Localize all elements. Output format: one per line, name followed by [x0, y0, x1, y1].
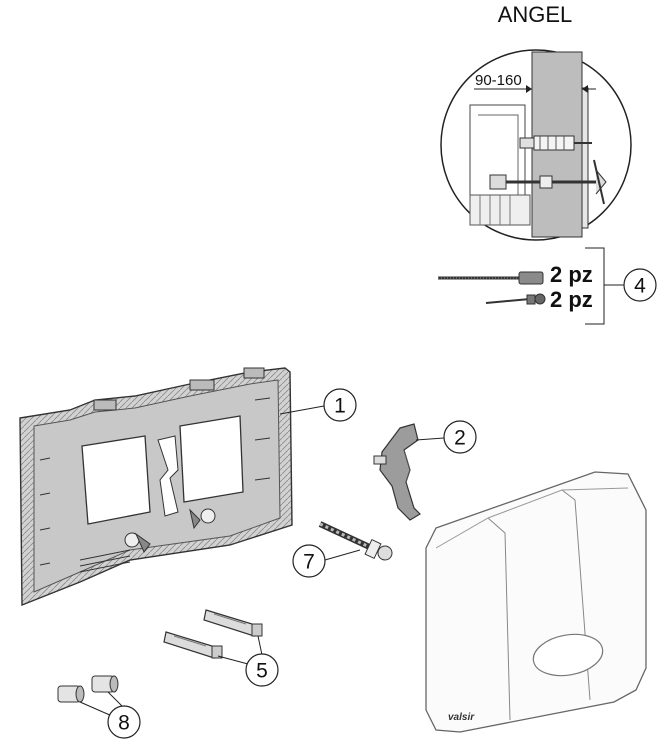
detail-circle	[440, 49, 632, 241]
dowel-lower	[163, 631, 223, 659]
bracket	[373, 423, 421, 521]
svg-text:8: 8	[118, 712, 130, 735]
brand-logo: valsir	[448, 712, 475, 723]
svg-text:5: 5	[256, 660, 268, 683]
cap-left	[57, 685, 85, 703]
svg-text:7: 7	[303, 551, 315, 574]
long-bolt	[438, 271, 544, 285]
callout-4: 4	[623, 268, 657, 302]
screw-7	[318, 521, 393, 561]
kit-qty-short: 2 pz	[550, 287, 593, 312]
kit-qty-long: 2 pz	[550, 262, 593, 287]
svg-text:2: 2	[454, 427, 466, 450]
cap-right	[91, 675, 119, 693]
callout-7: 7	[292, 544, 326, 578]
dimension-label: 90-160	[475, 72, 522, 89]
short-screw	[485, 293, 546, 305]
plate-clamp-left	[124, 532, 151, 553]
callout-5: 5	[245, 653, 279, 687]
detail-title: ANGEL	[498, 2, 573, 27]
callout-1: 1	[323, 388, 357, 422]
callout-2: 2	[443, 420, 477, 454]
svg-text:4: 4	[634, 275, 646, 298]
plate-clamp-right	[189, 508, 216, 530]
flush-plate	[425, 471, 647, 733]
dowel-upper	[203, 609, 263, 637]
svg-text:1: 1	[334, 395, 346, 418]
mounting-plate	[19, 367, 293, 607]
callout-8: 8	[107, 705, 141, 739]
